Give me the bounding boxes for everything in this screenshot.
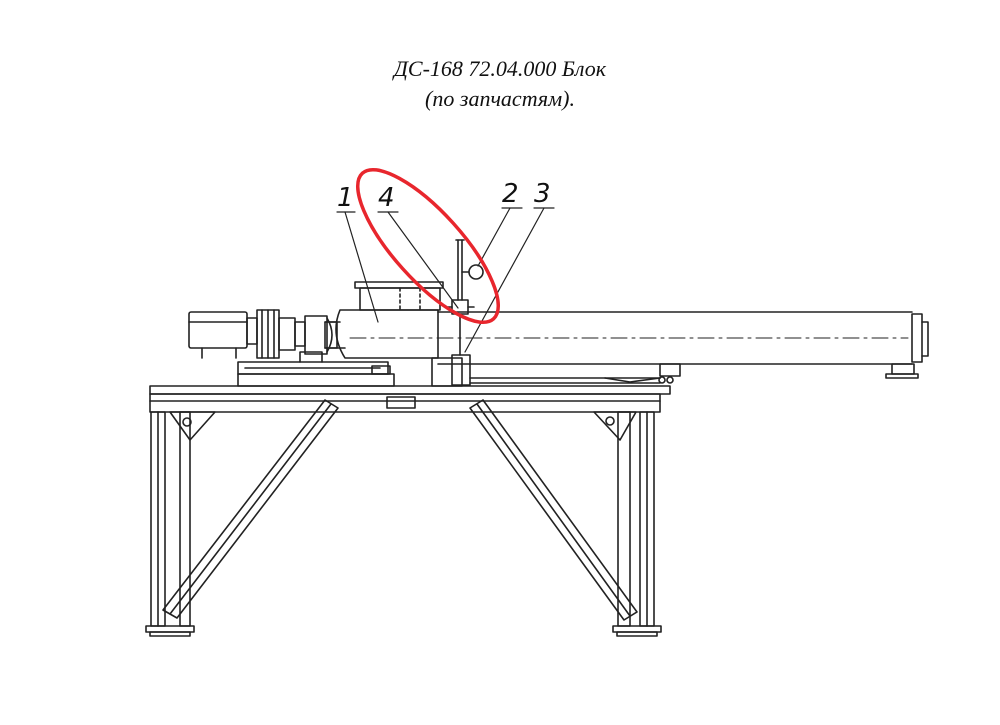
callout-1: 1 [337,183,354,213]
callout-2: 2 [502,179,519,209]
leader-lines [336,207,555,353]
drawing-subtitle: (по запчастям). [425,86,575,111]
highlight-ellipse [355,167,501,325]
drawing-title: ДС-168 72.04.000 Блок [393,56,607,81]
valve-assembly [447,239,666,386]
callout-4: 4 [378,183,395,213]
motor-drive [188,309,395,387]
frame [145,385,671,637]
main-housing [324,281,463,387]
barrel [349,311,929,384]
callout-3: 3 [534,179,551,209]
